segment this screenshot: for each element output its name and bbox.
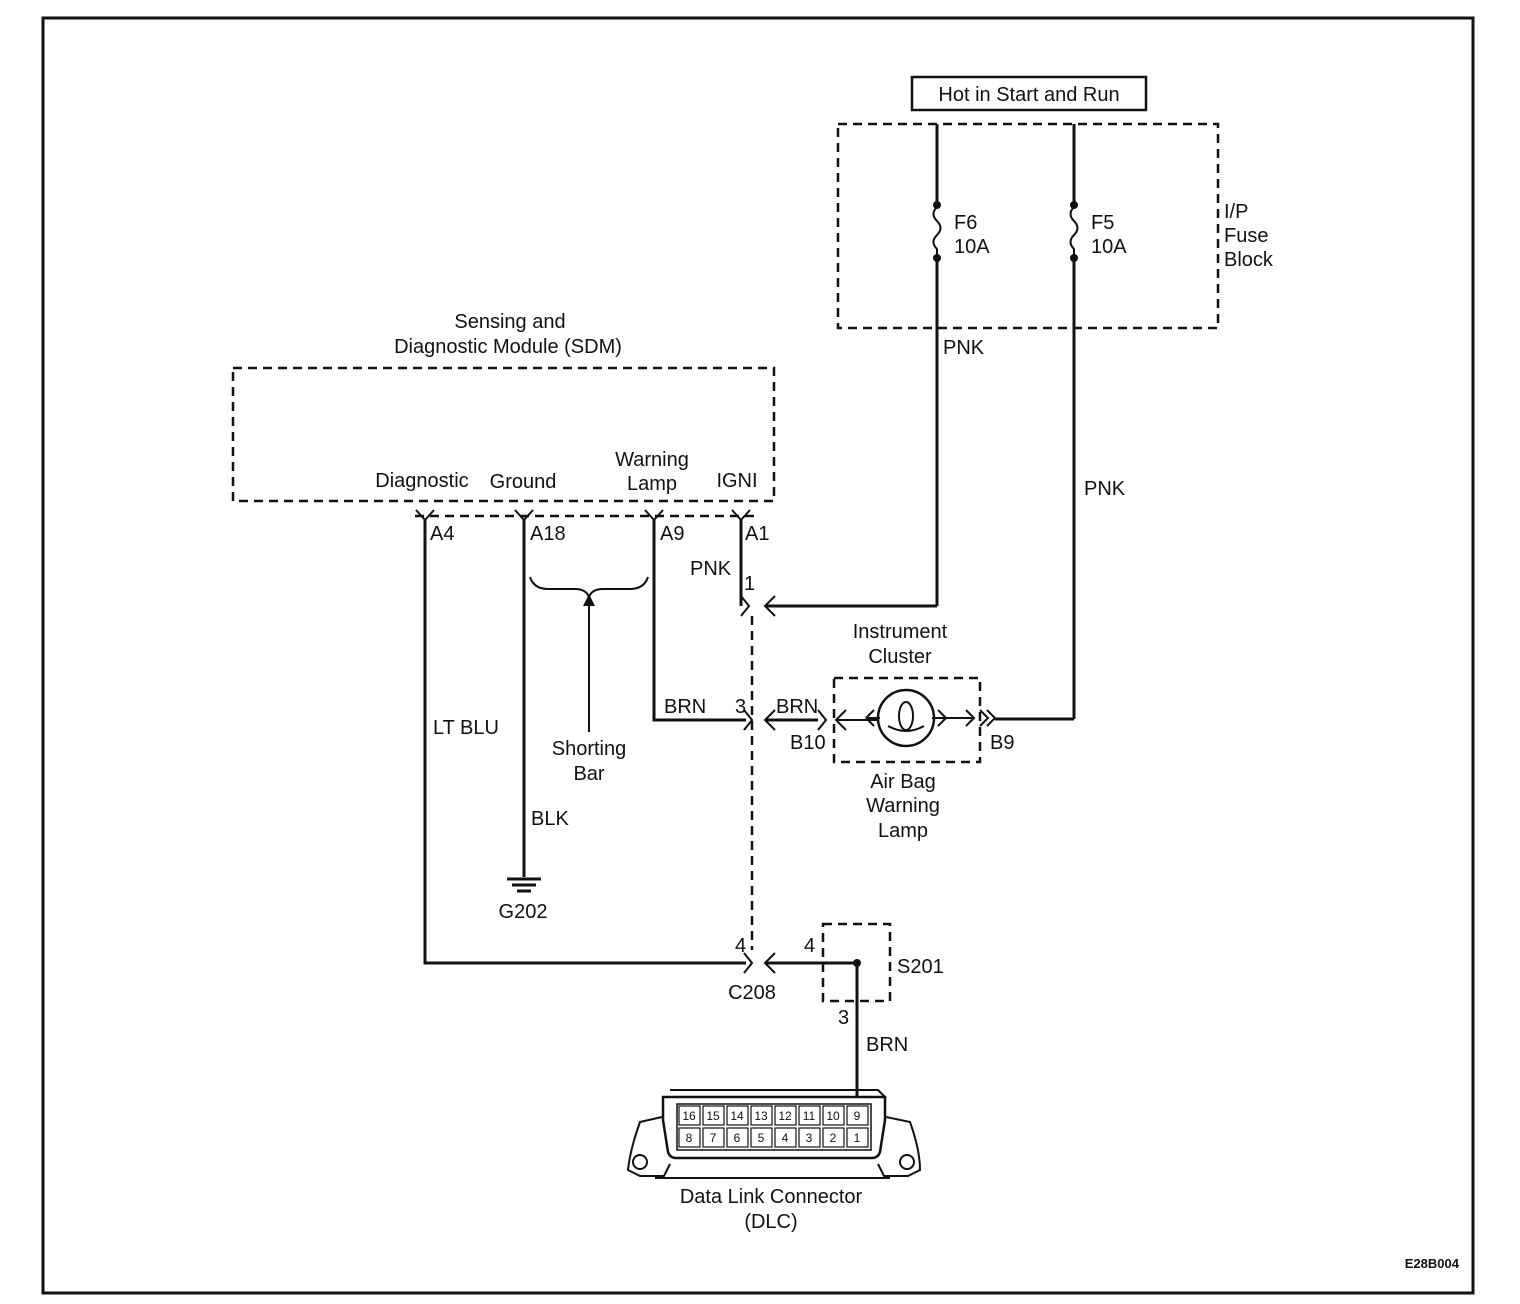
sdm-terminal-warning-1: Warning [615, 449, 689, 471]
wire-color-pnk-f5: PNK [1084, 478, 1126, 500]
sdm-module: Sensing and Diagnostic Module (SDM) Diag… [231, 311, 776, 518]
sdm-pin-a18: A18 [530, 523, 566, 545]
wire-color-blk: BLK [531, 808, 569, 830]
cluster-title-2: Cluster [868, 646, 932, 668]
dlc-bottom-row: 8 7 6 5 4 3 2 1 [678, 1127, 869, 1148]
dlc-pin-5: 5 [758, 1131, 765, 1145]
wire-color-brn-a9: BRN [664, 696, 706, 718]
instrument-cluster: Instrument Cluster B10 B9 Air Bag Warnin… [790, 621, 1074, 842]
dlc-pin-9: 9 [854, 1109, 861, 1123]
sdm-pin-a9: A9 [660, 523, 684, 545]
warning-lamp-icon [876, 688, 936, 748]
fuse-f5-id: F5 [1091, 212, 1114, 234]
dlc-pin-8: 8 [686, 1131, 693, 1145]
sdm-title-2: Diagnostic Module (SDM) [394, 336, 622, 358]
connector-c208: 1 3 4 C208 [728, 573, 937, 1004]
cluster-pin-b10: B10 [790, 732, 826, 754]
figure-code: E28B004 [1405, 1256, 1460, 1271]
wire-color-lt-blu: LT BLU [433, 717, 499, 739]
fuse-f5-rating: 10A [1091, 236, 1127, 258]
dlc-pin-2: 2 [830, 1131, 837, 1145]
dlc-pin-14: 14 [730, 1109, 744, 1123]
dlc-pin-11: 11 [803, 1109, 816, 1123]
dlc-pin-10: 10 [826, 1109, 840, 1123]
wire-lt-blu: LT BLU [423, 520, 746, 965]
c208-pin-4: 4 [735, 935, 746, 957]
lamp-label-1: Air Bag [870, 771, 936, 793]
sdm-terminal-ground: Ground [490, 471, 557, 493]
dlc-pin-3: 3 [806, 1131, 813, 1145]
c208-id: C208 [728, 982, 776, 1004]
c208-pin-1: 1 [744, 573, 755, 595]
s201-pin-3: 3 [838, 1007, 849, 1029]
sdm-terminal-diagnostic: Diagnostic [375, 470, 468, 492]
sdm-pin-a4: A4 [430, 523, 454, 545]
dlc-pin-7: 7 [710, 1131, 717, 1145]
fuse-f6: F6 10A [932, 124, 990, 606]
shorting-bar-label-1: Shorting [552, 738, 627, 760]
cluster-pin-b9: B9 [990, 732, 1014, 754]
fuse-block-label-3: Block [1224, 249, 1274, 271]
sdm-terminal-igni: IGNI [716, 470, 757, 492]
power-source-label: Hot in Start and Run [910, 75, 1148, 112]
sdm-title-1: Sensing and [454, 311, 565, 333]
fuse-block-label-2: Fuse [1224, 225, 1268, 247]
dlc-pin-16: 16 [682, 1109, 696, 1123]
splice-s201: 4 3 S201 BRN [804, 922, 944, 1104]
dlc-pin-15: 15 [706, 1109, 720, 1123]
data-link-connector: 16 15 14 13 12 11 10 9 8 7 6 5 4 3 2 1 [626, 1089, 922, 1233]
fuse-block: I/P Fuse Block [836, 122, 1274, 330]
wire-pnk-a1: PNK [690, 520, 743, 606]
dlc-pin-12: 12 [778, 1109, 792, 1123]
dlc-top-row: 16 15 14 13 12 11 10 9 [678, 1105, 869, 1126]
ground-g202: G202 [499, 901, 548, 923]
shorting-bar-label-2: Bar [573, 763, 604, 785]
fuse-f6-id: F6 [954, 212, 977, 234]
dlc-pin-13: 13 [754, 1109, 768, 1123]
wire-color-brn-cluster: BRN [776, 696, 818, 718]
lamp-label-2: Warning [866, 795, 940, 817]
lamp-label-3: Lamp [878, 820, 928, 842]
dlc-title-2: (DLC) [744, 1211, 797, 1233]
fuse-f5: F5 10A [1069, 124, 1127, 719]
diagram-frame [41, 16, 1475, 1295]
wire-color-pnk-f6: PNK [943, 337, 985, 359]
wire-color-pnk-a1: PNK [690, 558, 732, 580]
c208-pin-3: 3 [735, 696, 746, 718]
sdm-terminal-warning-2: Lamp [627, 473, 677, 495]
dlc-pin-1: 1 [854, 1131, 861, 1145]
s201-pin-4: 4 [804, 935, 815, 957]
fuse-f6-rating: 10A [954, 236, 990, 258]
wire-brn-a9: BRN [652, 520, 746, 722]
dlc-pin-6: 6 [734, 1131, 741, 1145]
wire-color-brn-dlc: BRN [866, 1034, 908, 1056]
wire-blk: BLK G202 [499, 520, 569, 923]
fuse-block-label-1: I/P [1224, 201, 1248, 223]
dlc-title-1: Data Link Connector [680, 1186, 863, 1208]
cluster-title-1: Instrument [853, 621, 948, 643]
shorting-bar: Shorting Bar [529, 576, 649, 785]
s201-id: S201 [897, 956, 944, 978]
dlc-pin-4: 4 [782, 1131, 789, 1145]
sdm-pin-a1: A1 [745, 523, 769, 545]
power-source-text: Hot in Start and Run [938, 84, 1119, 106]
